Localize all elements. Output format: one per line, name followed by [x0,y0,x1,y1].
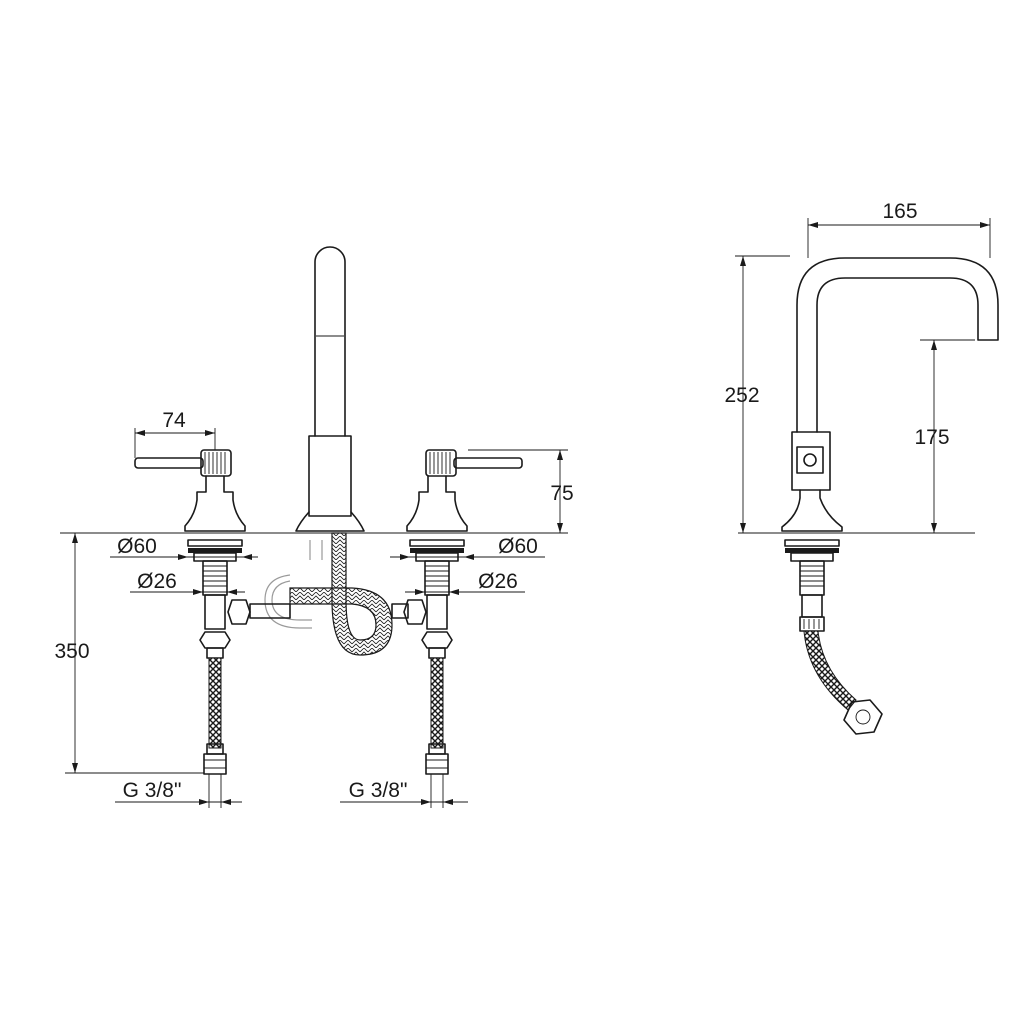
dim-thread-right: G 3/8" [340,774,468,808]
dim-handle-reach: 74 [134,409,216,458]
shank-diameter-left-label: Ø26 [137,570,177,593]
dim-outlet-height: 175 [914,339,975,533]
dim-flange-left: Ø60 [110,535,258,560]
hose-length-label: 350 [54,640,89,663]
dim-hose-length: 350 [54,533,204,774]
dim-flange-right: Ø60 [390,535,545,560]
thread-left-label: G 3/8" [123,779,182,802]
dim-shank-right: Ø26 [405,570,525,595]
shank-diameter-right-label: Ø26 [478,570,518,593]
right-valve [403,449,523,775]
central-spout [295,246,365,532]
dim-handle-height: 75 [468,449,574,534]
front-view: 74 75 Ø60 Ø60 [54,246,574,808]
flange-diameter-right-label: Ø60 [498,535,538,558]
side-valve-body [781,431,883,735]
side-spout [796,257,999,433]
spout-reach-label: 165 [882,200,917,223]
dim-spout-height: 252 [724,255,790,533]
dim-shank-left: Ø26 [130,570,245,595]
spout-supply-hose [289,532,393,656]
left-valve [134,449,251,775]
dim-thread-left: G 3/8" [115,774,242,808]
outlet-height-label: 175 [914,426,949,449]
side-view: 165 252 175 [724,200,999,735]
flange-diameter-left-label: Ø60 [117,535,157,558]
handle-reach-label: 74 [162,409,186,432]
handle-height-label: 75 [550,482,573,505]
spout-height-label: 252 [724,384,759,407]
dim-spout-reach: 165 [807,200,991,258]
thread-right-label: G 3/8" [349,779,408,802]
